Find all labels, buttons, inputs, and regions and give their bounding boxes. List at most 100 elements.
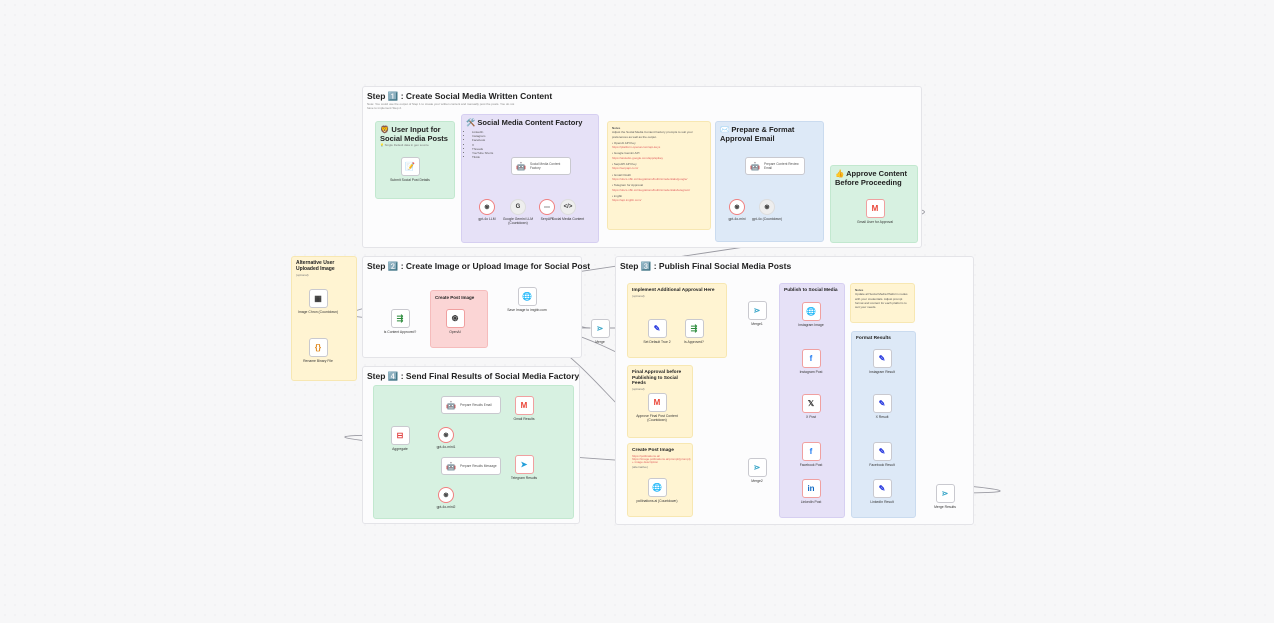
image-icon: ▦	[314, 293, 322, 303]
node-presmsg[interactable]: 🤖Prepare Results Message	[441, 457, 501, 475]
google-icon: G	[515, 204, 521, 210]
x-icon: 𝕏	[807, 398, 815, 408]
node-igres[interactable]: ✎	[872, 348, 892, 368]
node-submit[interactable]: 📝	[400, 156, 420, 176]
telegram-icon: ➤	[520, 459, 528, 469]
node-gmailapprove[interactable]: M	[865, 198, 885, 218]
node-igpost[interactable]: f	[801, 348, 821, 368]
node-label: Google Gemini LLM (Countdown)	[502, 217, 534, 225]
robot-icon: 🤖	[446, 400, 456, 410]
facebook-icon: f	[809, 446, 813, 456]
notes-link[interactable]: https://platform.openai.com/api-keys	[612, 145, 661, 150]
step2-title: Step 2️⃣ : Create Image or Upload Image …	[367, 261, 591, 271]
node-gpt4ocd[interactable]: ֍	[759, 199, 775, 215]
node-serp[interactable]: ⋯	[539, 199, 555, 215]
node-label: Is Content Approved?	[383, 329, 417, 334]
node-label: Is Approved?	[684, 339, 704, 344]
node-openai[interactable]: ֍	[445, 308, 465, 328]
node-label: Submit Social Post Details	[390, 177, 430, 182]
node-pollinations[interactable]: 🌐	[647, 477, 667, 497]
platform-item: Threads	[472, 147, 582, 151]
node-imgbb[interactable]: 🌐	[517, 286, 537, 306]
node-telegram[interactable]: ➤	[514, 454, 534, 474]
node-label: Set Default True 2	[643, 339, 671, 344]
node-isapproved2[interactable]: ⇶	[684, 318, 704, 338]
sticky-final-approval: Final Approval before Publishing to Soci…	[627, 365, 693, 438]
node-label: gpt-4o-mini	[728, 217, 746, 221]
sticky-title: Alternative User Uploaded Image	[296, 260, 335, 272]
node-fbres[interactable]: ✎	[872, 441, 892, 461]
node-factory[interactable]: 🤖Social Media Content Factory	[511, 157, 571, 175]
node-label: Instagram Post	[799, 369, 823, 374]
openai-icon: ֍	[443, 433, 449, 439]
node-label: OpenAI	[449, 329, 461, 334]
notes-link[interactable]: https://docs.n8n.io/integrations/builtin…	[612, 187, 691, 192]
notes-link[interactable]: https://docs.n8n.io/integrations/builtin…	[612, 176, 688, 181]
gmail-icon: M	[871, 203, 879, 213]
step1-title: Step 1️⃣ : Create Social Media Written C…	[367, 91, 553, 101]
node-label: Prepare Content Review Email	[763, 162, 799, 170]
node-gpt4o[interactable]: ֍	[479, 199, 495, 215]
node-label: X Result	[875, 414, 889, 419]
node-approvefinal[interactable]: M	[647, 392, 667, 412]
node-merge2[interactable]: ⋗	[747, 457, 767, 477]
node-setdefault[interactable]: ✎	[647, 318, 667, 338]
node-merge1[interactable]: ⋗	[747, 300, 767, 320]
node-imgchron[interactable]: ▦	[308, 288, 328, 308]
node-xres[interactable]: ✎	[872, 393, 892, 413]
node-label: Aggregate	[392, 446, 408, 451]
notes-link[interactable]: https://api.imgbb.com/	[612, 198, 642, 203]
node-gpt4omini[interactable]: ֍	[729, 199, 745, 215]
node-parser[interactable]: </>	[560, 199, 576, 215]
node-label: X Post	[806, 414, 816, 419]
sticky-sub: (optional)	[632, 293, 645, 298]
node-label: gpt-4o-mini1	[436, 445, 456, 449]
node-presemail[interactable]: 🤖Prepare Results Email	[441, 396, 501, 414]
node-aggregate[interactable]: ⊟	[390, 425, 410, 445]
notes-link[interactable]: https://serpapi.com/	[612, 166, 639, 171]
openai-icon: ֍	[764, 205, 770, 211]
node-igimage[interactable]: 🌐	[801, 301, 821, 321]
pencil-icon: ✎	[653, 323, 661, 333]
node-lipost[interactable]: in	[801, 478, 821, 498]
node-label: Merge2	[751, 478, 763, 483]
merge-icon: ⋗	[596, 323, 604, 333]
sticky-title: ✉️ Prepare & Format Approval Email	[720, 125, 795, 143]
platform-item: Instagram	[472, 134, 582, 138]
node-label: Merge	[595, 339, 605, 344]
platform-item: Facebook	[472, 138, 582, 142]
node-label: Rename Binary File	[303, 358, 333, 363]
node-gptmini2[interactable]: ֍	[438, 487, 454, 503]
node-merge[interactable]: ⋗	[590, 318, 610, 338]
node-prepemail[interactable]: 🤖Prepare Content Review Email	[745, 157, 805, 175]
node-rename[interactable]: {}	[308, 337, 328, 357]
node-fbpost[interactable]: f	[801, 441, 821, 461]
node-label: Save Image to imgbb.com	[507, 307, 547, 312]
sticky-link[interactable]: https://pollinations.ai/ https://image.p…	[632, 453, 691, 465]
openai-icon: ֍	[443, 493, 449, 499]
sticky-title: Create Post Image	[632, 448, 674, 453]
node-label: Facebook Result	[869, 462, 895, 467]
notes-title: Notes	[612, 126, 621, 130]
http-icon: 🌐	[806, 306, 816, 316]
node-gemini[interactable]: G	[510, 199, 526, 215]
merge-icon: ⋗	[753, 462, 761, 472]
notes-link[interactable]: https://aistudio.google.com/app/apikey	[612, 155, 664, 160]
node-xpost[interactable]: 𝕏	[801, 393, 821, 413]
node-lires[interactable]: ✎	[872, 478, 892, 498]
sticky-sub: (optional)	[296, 272, 309, 277]
sticky-title: Implement Additional Approval Here	[632, 288, 715, 293]
node-mergeres[interactable]: ⋗	[935, 483, 955, 503]
node-isapproved[interactable]: ⇶	[390, 308, 410, 328]
node-label: Telegram Results	[510, 475, 538, 480]
node-label: Prepare Results Email	[459, 403, 492, 407]
pencil-icon: ✎	[878, 398, 886, 408]
node-gmailres[interactable]: M	[514, 395, 534, 415]
node-gptmini1[interactable]: ֍	[438, 427, 454, 443]
node-label: SerpAPI	[540, 217, 554, 221]
if-icon: ⇶	[396, 313, 404, 323]
platform-item: X	[472, 143, 582, 147]
